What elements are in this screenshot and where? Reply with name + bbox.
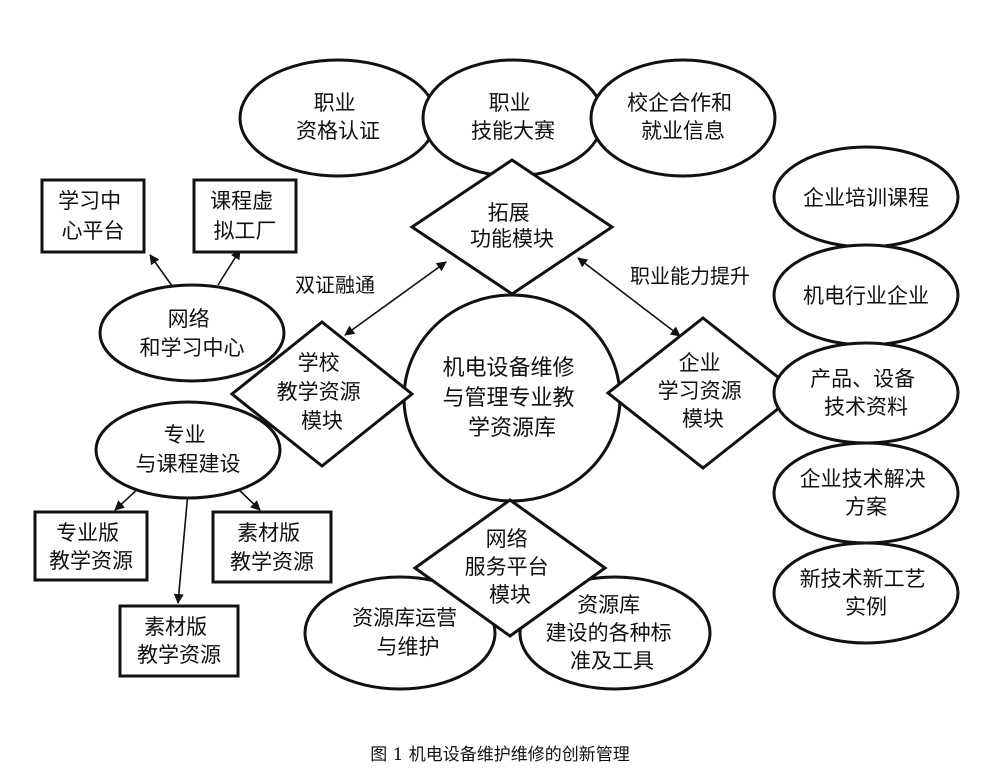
right-ellipse-text: 企业培训课程 [803,186,929,210]
diamond-extension-module: 拓展 功能模块 [409,158,615,296]
right-ellipse-product: 产品、设备 技术资料 [772,341,960,445]
box-learning-center: 学习中 心平台 [40,178,146,254]
arrow-top-diamond-to-right-diamond [577,257,681,337]
top-ellipse-skill-contest: 职业 技能大赛 [421,58,605,178]
diamond-enterprise-module: 企业 学习资源 模块 [605,316,801,470]
box-specialty-edition: 专业版 教学资源 [33,510,149,582]
right-ellipse-text: 新技术新工艺 实例 [800,567,933,619]
box-text: 素材版 教学资源 [137,615,221,667]
top-ellipse-text: 职业 资格认证 [296,91,380,143]
box-text: 课程虚 拟工厂 [210,189,280,243]
edge-label-career-ability: 职业能力提升 [630,264,750,288]
bottom-ellipse-operation: 资源库运营 与维护 [303,575,497,691]
box-text: 学习中 心平台 [58,189,128,243]
box-material-edition-right: 素材版 教学资源 [211,510,333,584]
right-ellipse-text: 企业技术解决 方案 [800,467,933,519]
right-ellipse-industry: 机电行业企业 [772,243,960,347]
box-text: 专业版 教学资源 [49,521,133,573]
diamond-school-module: 学校 教学资源 模块 [229,320,415,468]
right-ellipse-text: 产品、设备 技术资料 [810,367,922,419]
left-ellipse-text: 网络 和学习中心 [140,307,245,360]
arrow-left-diamond-to-top-diamond [344,261,447,336]
right-ellipse-text: 机电行业企业 [803,284,929,308]
left-ellipse-specialty: 专业 与课程建设 [94,400,282,500]
diamond-text: 学校 教学资源 模块 [277,351,368,433]
top-ellipse-text: 校企合作和 就业信息 [627,91,739,143]
box-material-edition-bottom: 素材版 教学资源 [118,604,240,678]
right-ellipse-training: 企业培训课程 [772,145,960,249]
bottom-ellipse-text: 资源库 建设的各种标 准及工具 [546,593,679,673]
diamond-text: 企业 学习资源 模块 [658,351,749,431]
left-ellipse-text: 专业 与课程建设 [136,423,241,476]
top-ellipse-qualification: 职业 资格认证 [238,58,438,178]
right-ellipse-new-tech: 新技术新工艺 实例 [772,541,960,645]
right-ellipse-solution: 企业技术解决 方案 [772,441,960,545]
arrow-network-ellipse-to-learning-center [149,254,176,291]
box-text: 素材版 教学资源 [230,521,314,574]
diamond-text: 网络 服务平台 模块 [465,527,556,607]
top-ellipse-text: 职业 技能大赛 [471,91,555,143]
diamond-text: 拓展 功能模块 [470,201,554,251]
bottom-ellipse-standards: 资源库 建设的各种标 准及工具 [518,575,712,691]
diamond-network-service-module: 网络 服务平台 模块 [412,498,608,638]
figure-caption: 图 1 机电设备维护维修的创新管理 [370,745,630,765]
left-ellipse-network-learning: 网络 和学习中心 [98,283,286,383]
center-text: 机电设备维修 与管理专业教 学资源库 [442,356,581,441]
box-virtual-factory: 课程虚 拟工厂 [192,178,298,254]
arrow-specialty-to-material-edition-bottom [173,491,189,604]
arrow-network-ellipse-to-virtual-factory [217,249,241,286]
bottom-ellipse-text: 资源库运营 与维护 [352,606,464,659]
top-ellipse-cooperation: 校企合作和 就业信息 [589,58,777,178]
edge-label-dual-certificate: 双证融通 [295,273,375,297]
center-node: 机电设备维修 与管理专业教 学资源库 [402,293,622,503]
